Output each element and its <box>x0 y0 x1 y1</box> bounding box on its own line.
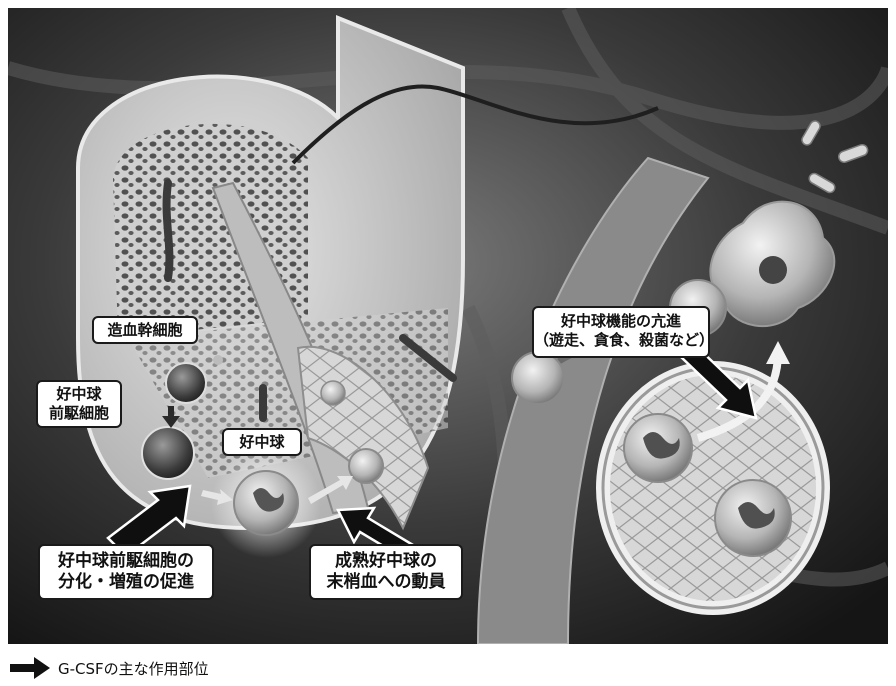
label-step1-line2: 分化・増殖の促進 <box>40 572 212 593</box>
label-step2-line1: 成熟好中球の <box>311 551 461 572</box>
label-step3-line2: （遊走、貪食、殺菌など） <box>534 331 708 350</box>
label-neutrophil-precursor: 好中球 前駆細胞 <box>36 380 122 428</box>
label-neutrophil-text: 好中球 <box>224 433 300 452</box>
label-precursor-line1: 好中球 <box>38 385 120 404</box>
label-hematopoietic-stem-cell: 造血幹細胞 <box>92 316 198 344</box>
label-step-function: 好中球機能の亢進 （遊走、貪食、殺菌など） <box>532 306 710 358</box>
label-neutrophil: 好中球 <box>222 428 302 456</box>
label-hsc-text: 造血幹細胞 <box>94 321 196 340</box>
label-step1-line1: 好中球前駆細胞の <box>40 551 212 572</box>
label-precursor-line2: 前駆細胞 <box>38 404 120 423</box>
label-step3-line1: 好中球機能の亢進 <box>534 312 708 331</box>
legend: G-CSFの主な作用部位 <box>10 655 209 681</box>
mature-neutrophil-in-marrow <box>211 448 321 558</box>
black-arrow-icon <box>10 656 50 680</box>
label-step-differentiation: 好中球前駆細胞の 分化・増殖の促進 <box>38 544 214 600</box>
legend-text: G-CSFの主な作用部位 <box>58 658 209 679</box>
label-step2-line2: 末梢血への動員 <box>311 572 461 593</box>
neutrophil-precursor-cell <box>142 427 194 479</box>
label-step-mobilization: 成熟好中球の 末梢血への動員 <box>309 544 463 600</box>
